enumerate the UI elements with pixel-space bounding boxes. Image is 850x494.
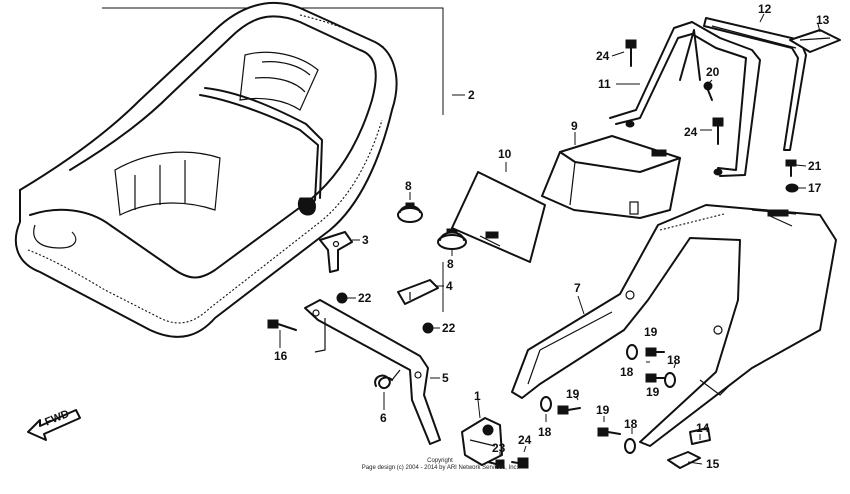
bolt-19-d[interactable] (597, 427, 621, 437)
callout-22-upper[interactable]: 22 (358, 291, 372, 305)
callout-24-middle[interactable]: 24 (684, 125, 698, 139)
callout-19-b[interactable]: 19 (646, 385, 660, 399)
washer-18-b[interactable] (664, 372, 676, 388)
callout-14[interactable]: 14 (696, 421, 710, 435)
bolt-19-c[interactable] (557, 405, 581, 415)
grommet-8-upper[interactable] (397, 202, 423, 223)
bolt-24-lock[interactable] (511, 457, 529, 469)
fwd-arrow-icon (27, 409, 81, 441)
seat-cowl-7[interactable] (511, 204, 837, 447)
washer-18-c[interactable] (540, 396, 552, 412)
callout-23[interactable]: 23 (492, 441, 506, 455)
callout-13[interactable]: 13 (816, 13, 830, 27)
callout-15[interactable]: 15 (706, 457, 720, 471)
screw-20[interactable] (703, 81, 713, 101)
seat-bracket-4[interactable] (397, 279, 439, 305)
grommet-17[interactable] (785, 183, 799, 193)
bolt-24-middle[interactable] (712, 117, 724, 145)
callout-16[interactable]: 16 (274, 349, 288, 363)
callout-21[interactable]: 21 (808, 159, 822, 173)
callout-10[interactable]: 10 (498, 147, 512, 161)
washer-18-a[interactable] (626, 344, 638, 360)
callout-19-a[interactable]: 19 (644, 325, 658, 339)
callout-18-a[interactable]: 18 (620, 365, 634, 379)
callout-1[interactable]: 1 (474, 389, 481, 403)
copyright-line-1: Copyright (427, 458, 453, 464)
callout-18-d[interactable]: 18 (624, 417, 638, 431)
seat-bracket-3[interactable] (319, 231, 353, 273)
screw-21[interactable] (785, 159, 797, 177)
tail-box-9[interactable] (541, 135, 681, 219)
copyright-notice: Copyright Page design (c) 2004 - 2014 by… (340, 458, 540, 472)
plate-10[interactable] (451, 171, 546, 263)
bolt-19-a[interactable] (645, 347, 665, 357)
leader-lines (279, 13, 821, 465)
callout-6[interactable]: 6 (380, 411, 387, 425)
callout-2[interactable]: 2 (468, 88, 475, 102)
seat-assembly[interactable] (14, 1, 444, 338)
callout-12[interactable]: 12 (758, 2, 772, 16)
callout-4[interactable]: 4 (446, 279, 453, 293)
callout-7[interactable]: 7 (574, 281, 581, 295)
callout-18-c[interactable]: 18 (538, 425, 552, 439)
callout-19-c[interactable]: 19 (566, 387, 580, 401)
callout-24-lock[interactable]: 24 (518, 433, 532, 447)
seat-lock-1[interactable] (461, 417, 503, 466)
screw-23[interactable] (487, 459, 505, 469)
grommet-8-lower[interactable] (437, 228, 467, 250)
callout-22-lower[interactable]: 22 (442, 321, 456, 335)
bolt-16[interactable] (267, 319, 297, 331)
callout-8-lower[interactable]: 8 (447, 257, 454, 271)
grab-rail-11[interactable] (609, 21, 761, 177)
spring-6[interactable] (374, 369, 401, 390)
washer-18-d[interactable] (624, 438, 636, 454)
copyright-line-2: Page design (c) 2004 - 2014 by ARI Netwo… (361, 465, 519, 471)
callout-17[interactable]: 17 (808, 181, 822, 195)
bolt-19-b[interactable] (645, 373, 665, 383)
callout-numbers: 2 3 8 8 4 22 22 16 5 6 1 10 9 7 11 12 13… (274, 2, 830, 471)
seat-lock-plate-5[interactable] (304, 299, 441, 445)
callout-24-upper[interactable]: 24 (596, 49, 610, 63)
callout-5[interactable]: 5 (442, 371, 449, 385)
nut-22-lower[interactable] (422, 322, 434, 334)
forward-direction-indicator: FWD (27, 408, 81, 441)
callout-3[interactable]: 3 (362, 233, 369, 247)
nut-22-upper[interactable] (336, 292, 348, 304)
callout-19-d[interactable]: 19 (596, 403, 610, 417)
callout-18-b[interactable]: 18 (667, 353, 681, 367)
callout-9[interactable]: 9 (571, 119, 578, 133)
emblem-13[interactable] (789, 29, 841, 53)
callout-11[interactable]: 11 (598, 77, 611, 91)
callout-20[interactable]: 20 (706, 65, 720, 79)
emblem-15[interactable] (667, 451, 701, 469)
bolt-24-upper[interactable] (625, 39, 637, 67)
callout-8-upper[interactable]: 8 (405, 179, 412, 193)
